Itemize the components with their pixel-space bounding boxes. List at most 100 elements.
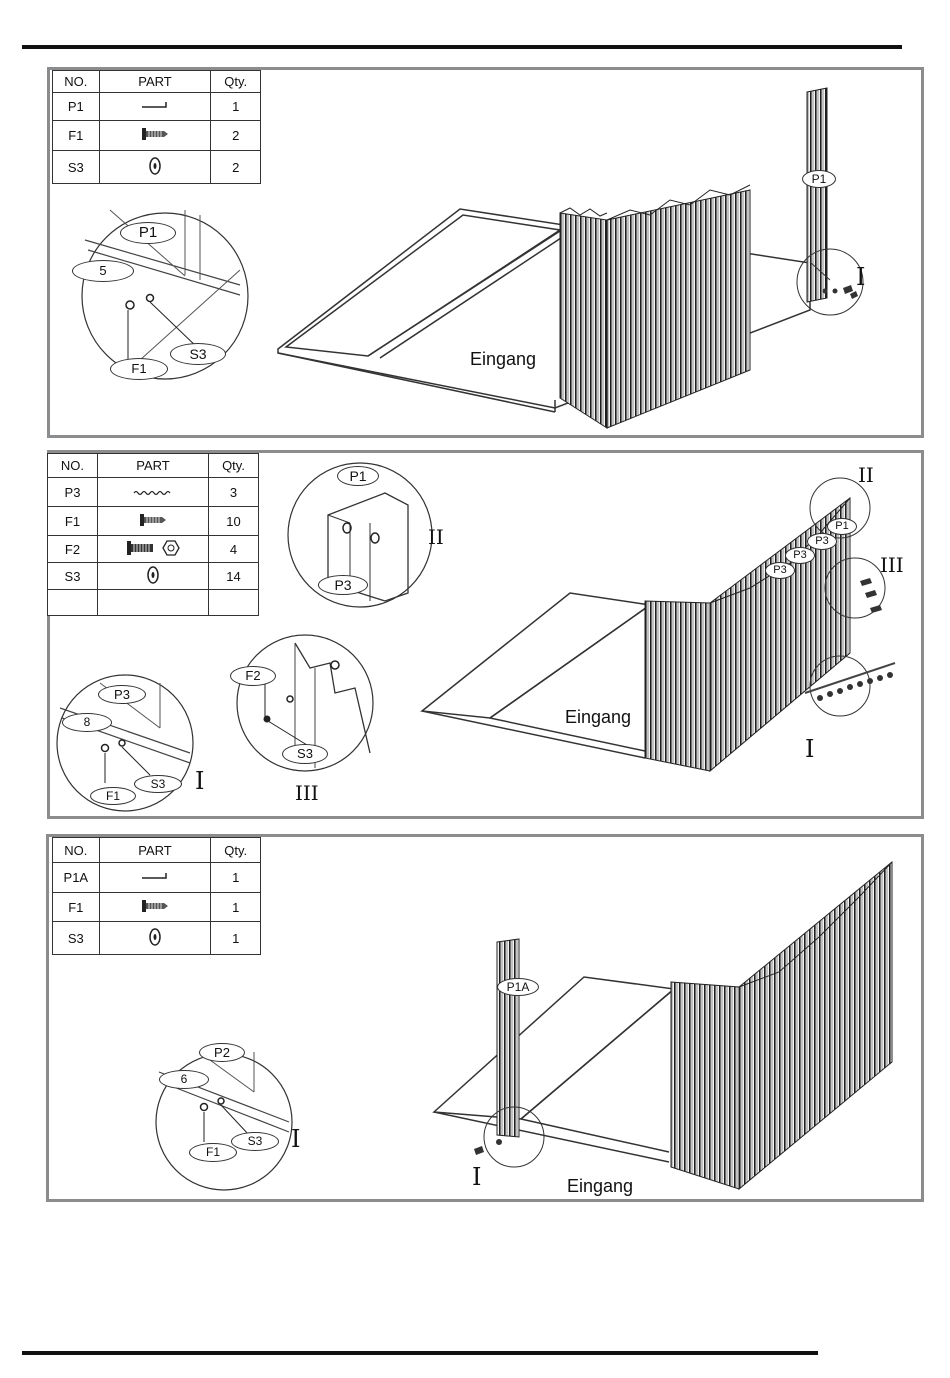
row-no: S3 [48,563,98,590]
row-qty [209,590,259,616]
screw-icon [140,898,170,914]
washer-icon [148,927,162,947]
row-qty: 1 [211,893,261,922]
detail-p1-oval: P1 [120,222,176,244]
detail-ii-p1-oval: P1 [337,466,379,486]
part-cell [97,563,208,590]
row-qty: 2 [211,121,261,151]
label-p1: P1 [802,170,836,188]
header-part: PART [97,454,208,478]
header-part: PART [99,838,211,863]
row-no: F1 [53,893,100,922]
floor-frame [422,593,650,758]
detail-5-oval: 5 [72,260,134,282]
row-qty: 3 [209,478,259,507]
header-no: NO. [53,71,100,93]
row-no: P3 [48,478,98,507]
detail-s3-oval: S3 [231,1132,279,1151]
row-no: S3 [53,151,100,184]
fasteners-i [823,285,859,299]
callout-i-label: I [856,263,865,291]
step-1-parts-table: NO. PART Qty. P1 1 F1 2 S3 2 [52,70,261,184]
step-3-parts-table: NO. PART Qty. P1A 1 F1 1 S3 1 [52,837,261,955]
row-no: P1A [53,863,100,893]
bottom-rule [22,1351,818,1355]
header-no: NO. [48,454,98,478]
label-p3a: P3 [807,533,837,550]
row-no [48,590,98,616]
part-cell [99,893,211,922]
part-cell [99,863,211,893]
detail-s3-oval: S3 [170,343,226,365]
detail-ii-p3-oval: P3 [318,575,368,595]
row-no: F2 [48,536,98,563]
row-qty: 1 [211,93,261,121]
row-qty: 10 [209,507,259,536]
callout-i-label: I [472,1163,481,1191]
bolt-nut-icon [123,539,183,557]
screw-icon [138,512,168,528]
detail-iii-tag: III [295,781,319,805]
detail-f1-oval: F1 [110,358,168,380]
detail-i-s3-oval: S3 [134,775,182,793]
step-2-parts-table: NO. PART Qty. P3 3 F1 10 F2 4 S3 14 [47,453,259,616]
detail-i-8-oval: 8 [62,713,112,732]
callout-i-label: I [805,735,814,763]
row-qty: 14 [209,563,259,590]
callout-ii-label: II [858,463,874,487]
part-cell [99,121,211,151]
row-no: F1 [48,507,98,536]
step-2-panel: Eingang II III I P1 P3 P3 P3 P1 P3 II P3… [47,450,924,819]
detail-f1-oval: F1 [189,1143,237,1162]
detail-i-p3-oval: P3 [98,685,146,704]
corner-post-p1 [807,88,830,302]
side-wall [560,185,750,428]
detail-i-f1-oval: F1 [90,787,136,805]
label-p3b: P3 [785,547,815,564]
detail-ii-tag: II [428,525,444,549]
label-p1: P1 [827,518,857,535]
part-cell [99,93,211,121]
label-p3c: P3 [765,562,795,579]
row-qty: 2 [211,151,261,184]
part-cell [99,922,211,955]
bracket-icon [140,101,170,111]
header-no: NO. [53,838,100,863]
entrance-label: Eingang [565,707,631,727]
row-no: P1 [53,93,100,121]
part-cell [97,536,208,563]
bracket-icon [140,872,170,882]
washer-icon [148,156,162,176]
header-qty: Qty. [209,454,259,478]
screw-icon [140,126,170,142]
detail-6-oval: 6 [159,1070,209,1089]
part-cell [97,590,208,616]
row-qty: 1 [211,863,261,893]
detail-iii-f2-oval: F2 [230,666,276,686]
label-p1a: P1A [497,978,539,996]
step-1-panel: Eingang P1 I P1 5 F1 S3 NO. PART Qty. P1… [47,67,924,438]
header-qty: Qty. [211,71,261,93]
step-3-panel: Eingang P1A I P2 6 F1 S3 I NO. PART Qty.… [46,834,924,1202]
rail-icon [133,489,173,497]
entrance-label: Eingang [470,349,536,369]
detail-p2-oval: P2 [199,1043,245,1062]
detail-i-tag: I [291,1125,300,1153]
floor-frame [434,977,674,1162]
part-cell [97,478,208,507]
part-cell [97,507,208,536]
detail-i-tag: I [195,767,204,795]
header-part: PART [99,71,211,93]
part-cell [99,151,211,184]
header-qty: Qty. [211,838,261,863]
washer-icon [146,565,160,585]
entrance-label: Eingang [567,1176,633,1196]
side-wall [671,862,892,1189]
top-rule [22,45,902,49]
detail-iii-s3-oval: S3 [282,744,328,764]
row-qty: 4 [209,536,259,563]
callout-iii-label: III [880,553,904,577]
row-no: S3 [53,922,100,955]
row-qty: 1 [211,922,261,955]
row-no: F1 [53,121,100,151]
